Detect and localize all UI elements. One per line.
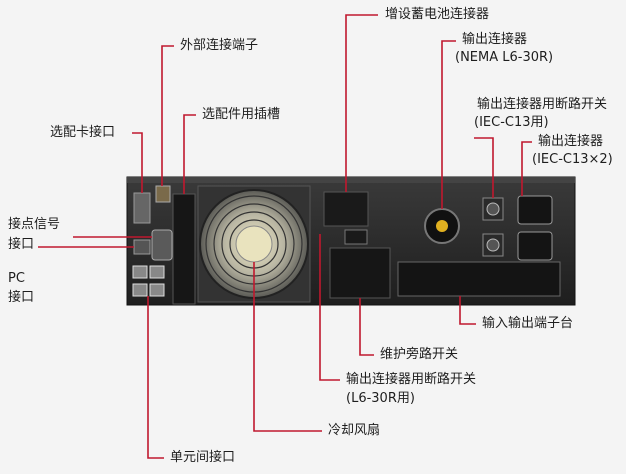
label-output-c13-1: 输出连接器	[538, 134, 604, 149]
ups-chassis-top-rim	[127, 177, 575, 183]
label-breaker-c13-2: (IEC-C13用)	[474, 115, 549, 130]
label-output-connector-nema-1: 输出连接器	[462, 32, 528, 47]
leader-battery-connector	[345, 14, 378, 192]
leader-option-slot	[183, 114, 196, 194]
leader-bypass-switch	[359, 298, 374, 356]
external-terminal-block	[155, 185, 171, 203]
leader-cooling-fan	[253, 262, 322, 432]
label-pc-port-1: PC	[8, 271, 25, 286]
cooling-fan-hub	[235, 225, 273, 263]
leader-output-c13	[521, 141, 532, 196]
label-contact-signal-1: 接点信号	[8, 217, 61, 232]
inter-unit-port-3	[132, 283, 148, 297]
leader-option-card-port	[132, 132, 143, 193]
inter-unit-port-2	[149, 265, 165, 279]
label-io-terminal-block: 输入输出端子台	[482, 316, 574, 331]
label-option-slot: 选配件用插槽	[202, 107, 281, 122]
leader-external-terminal	[161, 45, 174, 186]
leader-lines	[38, 14, 532, 459]
label-inter-unit-port: 单元间接口	[170, 450, 236, 465]
label-output-connector-nema-2: (NEMA L6-30R)	[455, 50, 554, 65]
breaker-c13-knob-2	[486, 238, 500, 252]
label-bypass-switch: 维护旁路开关	[380, 347, 459, 362]
output-c13-2	[517, 231, 553, 261]
output-connector-nema-core	[436, 220, 448, 232]
pc-port	[133, 239, 151, 255]
leader-output-nema	[441, 40, 456, 209]
option-slot	[172, 193, 196, 305]
inter-unit-port-1	[132, 265, 148, 279]
battery-connector	[323, 191, 369, 227]
inter-unit-port-4	[149, 283, 165, 297]
leader-breaker-c13	[474, 137, 494, 198]
output-c13-1	[517, 195, 553, 225]
label-cooling-fan: 冷却风扇	[328, 423, 381, 438]
label-breaker-l630-1: 输出连接器用断路开关	[346, 372, 477, 387]
label-output-c13-2: (IEC-C13×2)	[532, 152, 613, 167]
label-external-terminal: 外部连接端子	[180, 38, 259, 53]
breaker-l6-30r	[344, 229, 368, 245]
leader-breaker-l630	[319, 234, 340, 381]
label-contact-signal-2: 接口	[8, 237, 35, 252]
io-terminal-block	[397, 261, 561, 297]
label-pc-port-2: 接口	[8, 290, 35, 305]
label-battery-connector: 增设蓄电池连接器	[385, 7, 490, 22]
contact-signal-port	[151, 229, 173, 261]
leader-io-terminal	[459, 296, 476, 325]
label-option-card-port: 选配卡接口	[50, 125, 116, 140]
option-card-port	[133, 192, 151, 224]
label-breaker-l630-2: (L6-30R用)	[346, 391, 415, 406]
label-breaker-c13-1: 输出连接器用断路开关	[477, 97, 608, 112]
bypass-switch	[329, 247, 391, 299]
breaker-c13-knob-1	[486, 202, 500, 216]
leader-inter-unit	[147, 296, 164, 459]
